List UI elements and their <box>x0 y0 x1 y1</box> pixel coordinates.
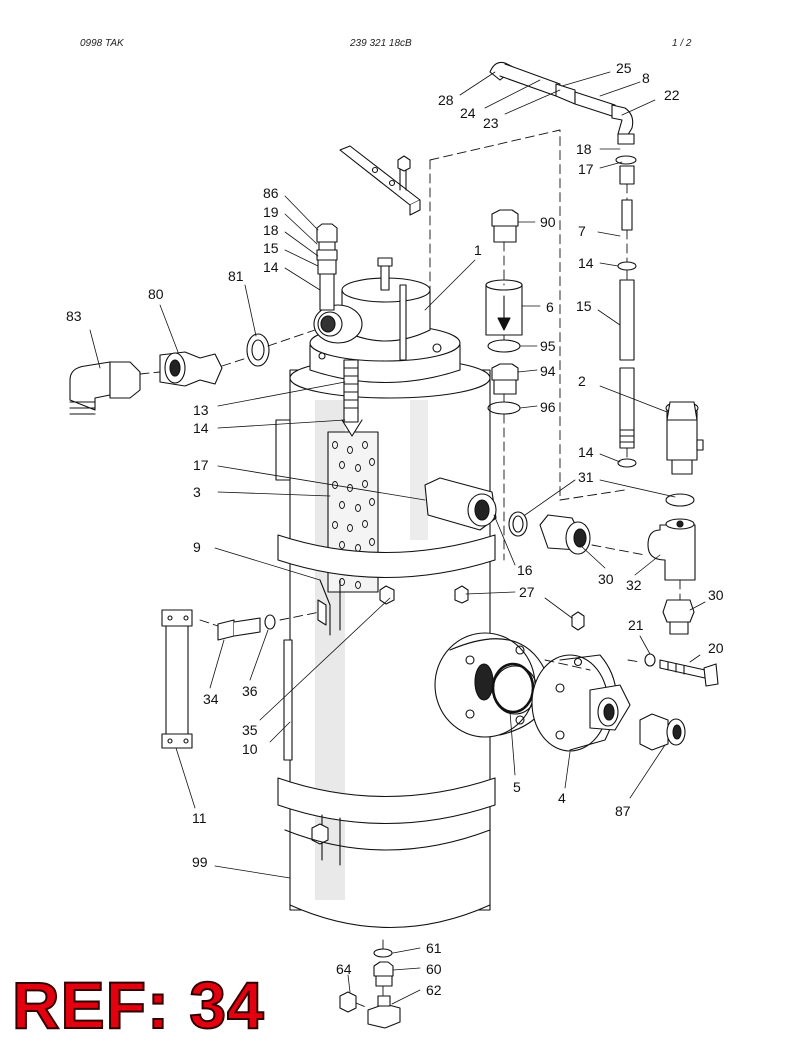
callout-2: 2 <box>578 373 586 389</box>
callout-83: 83 <box>66 308 82 324</box>
callout-4: 4 <box>558 790 566 806</box>
screw-34 <box>217 617 261 641</box>
callout-labels: 28 24 23 25 8 22 18 17 86 19 18 15 14 90… <box>66 60 724 998</box>
callout-31: 31 <box>578 469 594 485</box>
callout-90: 90 <box>540 214 556 230</box>
callout-28: 28 <box>438 92 454 108</box>
flange-4 <box>531 654 631 752</box>
callout-17-center: 17 <box>193 457 209 473</box>
callout-7: 7 <box>578 223 586 239</box>
callout-5: 5 <box>513 779 521 795</box>
header-drawing-number: 239 321 18cB <box>350 38 412 49</box>
callout-36: 36 <box>242 683 258 699</box>
callout-32: 32 <box>626 577 642 593</box>
callout-18-top: 18 <box>576 141 592 157</box>
callout-27: 27 <box>519 584 535 600</box>
callout-30-lower-left: 30 <box>598 571 614 587</box>
fitting-90 <box>491 209 519 243</box>
callout-22: 22 <box>664 87 680 103</box>
callout-6: 6 <box>546 299 554 315</box>
callout-16: 16 <box>517 562 533 578</box>
callout-14-right-upper: 14 <box>578 255 594 271</box>
callout-3: 3 <box>193 484 201 500</box>
callout-11: 11 <box>192 810 207 826</box>
callout-87: 87 <box>615 803 631 819</box>
washer-21 <box>644 653 656 667</box>
callout-86: 86 <box>263 185 279 201</box>
o-ring-gasket <box>491 662 535 714</box>
callout-64: 64 <box>336 961 352 977</box>
callout-95: 95 <box>540 338 556 354</box>
upper-pipe-assembly <box>489 61 635 145</box>
callout-17-top: 17 <box>578 161 594 177</box>
callout-23: 23 <box>483 115 499 131</box>
callout-20: 20 <box>708 640 724 656</box>
callout-19: 19 <box>263 204 279 220</box>
top-bracket <box>339 145 421 216</box>
drain-assembly <box>339 948 401 1029</box>
callout-25: 25 <box>616 60 632 76</box>
tank-top-cap <box>309 257 461 383</box>
callout-18-left: 18 <box>263 222 279 238</box>
elbow-83 <box>69 361 141 415</box>
callout-9: 9 <box>193 539 201 555</box>
washer-36 <box>264 614 276 630</box>
callout-15-left: 15 <box>263 240 279 256</box>
callout-24: 24 <box>460 105 476 121</box>
seal-ring-81 <box>246 333 270 367</box>
callout-81: 81 <box>228 268 244 284</box>
check-valve-6 <box>485 279 523 336</box>
callout-1: 1 <box>474 242 482 258</box>
callout-14-center: 14 <box>193 420 209 436</box>
seal-95 <box>487 339 521 353</box>
flange-5 <box>434 632 549 738</box>
tee-fitting-32 <box>647 518 696 581</box>
callout-14-right-lower: 14 <box>578 444 594 460</box>
callout-61: 61 <box>426 940 442 956</box>
callout-10: 10 <box>242 741 258 757</box>
lower-clamp-band <box>277 777 496 866</box>
callout-8: 8 <box>642 70 650 86</box>
callout-30-right: 30 <box>708 587 724 603</box>
callout-15-right: 15 <box>576 298 592 314</box>
fitting-87 <box>639 713 686 751</box>
nut-27 <box>454 585 469 604</box>
hex-coupling-17 <box>424 477 497 531</box>
vertical-pipe-assembly <box>615 155 637 468</box>
callout-34: 34 <box>203 691 219 707</box>
callout-35: 35 <box>242 722 258 738</box>
header-left-code: 0998 TAK <box>80 38 124 49</box>
level-gauge-11 <box>161 609 193 749</box>
upper-clamp-band <box>277 534 496 636</box>
nipple-fitting-30 <box>539 514 591 555</box>
valve-2 <box>665 401 704 475</box>
callout-13: 13 <box>193 402 209 418</box>
callout-14-left: 14 <box>263 259 279 275</box>
connector-stack-86 <box>316 223 338 311</box>
bolt-20 <box>659 659 719 687</box>
nipple-fitting-30b <box>662 599 695 635</box>
callout-60: 60 <box>426 961 442 977</box>
adapter-80 <box>159 351 223 387</box>
header-page-number: 1 / 2 <box>672 38 692 49</box>
callout-62: 62 <box>426 982 442 998</box>
callout-94: 94 <box>540 363 556 379</box>
callout-80: 80 <box>148 286 164 302</box>
fitting-94 <box>491 363 519 395</box>
callout-21: 21 <box>628 617 644 633</box>
callout-96: 96 <box>540 399 556 415</box>
callout-99: 99 <box>192 854 208 870</box>
seal-96 <box>487 401 521 415</box>
reference-label: REF: 34 <box>11 968 265 1042</box>
